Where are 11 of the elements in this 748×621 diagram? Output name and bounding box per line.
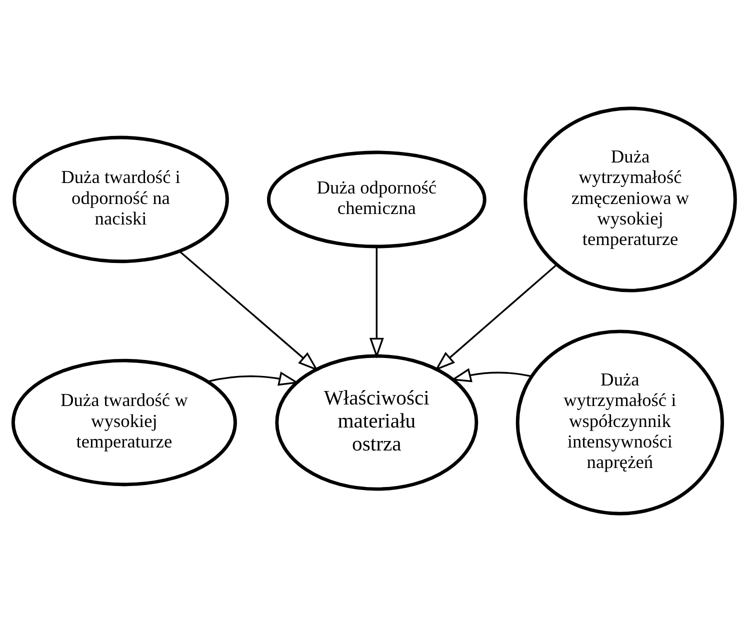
node-ellipse: Właściwości materiału ostrza — [275, 354, 478, 490]
node-ellipse: Duża twardość w wysokiej temperaturze — [11, 358, 237, 486]
arrow — [207, 371, 300, 386]
node-ellipse: Duża wytrzymałość i współczynnik intensywności naprężeń — [516, 329, 724, 515]
node-ellipse: Duża twardość i odporność na naciski — [12, 135, 229, 263]
arrow — [434, 263, 558, 370]
arrow — [369, 246, 384, 358]
arrow — [178, 250, 318, 371]
node-ellipse: Duża odporność chemiczna — [266, 150, 486, 248]
arrow — [450, 368, 532, 382]
node-ellipse: Duża wytrzymałość zmęczeniowa w wysokiej temperaturze — [524, 106, 737, 292]
